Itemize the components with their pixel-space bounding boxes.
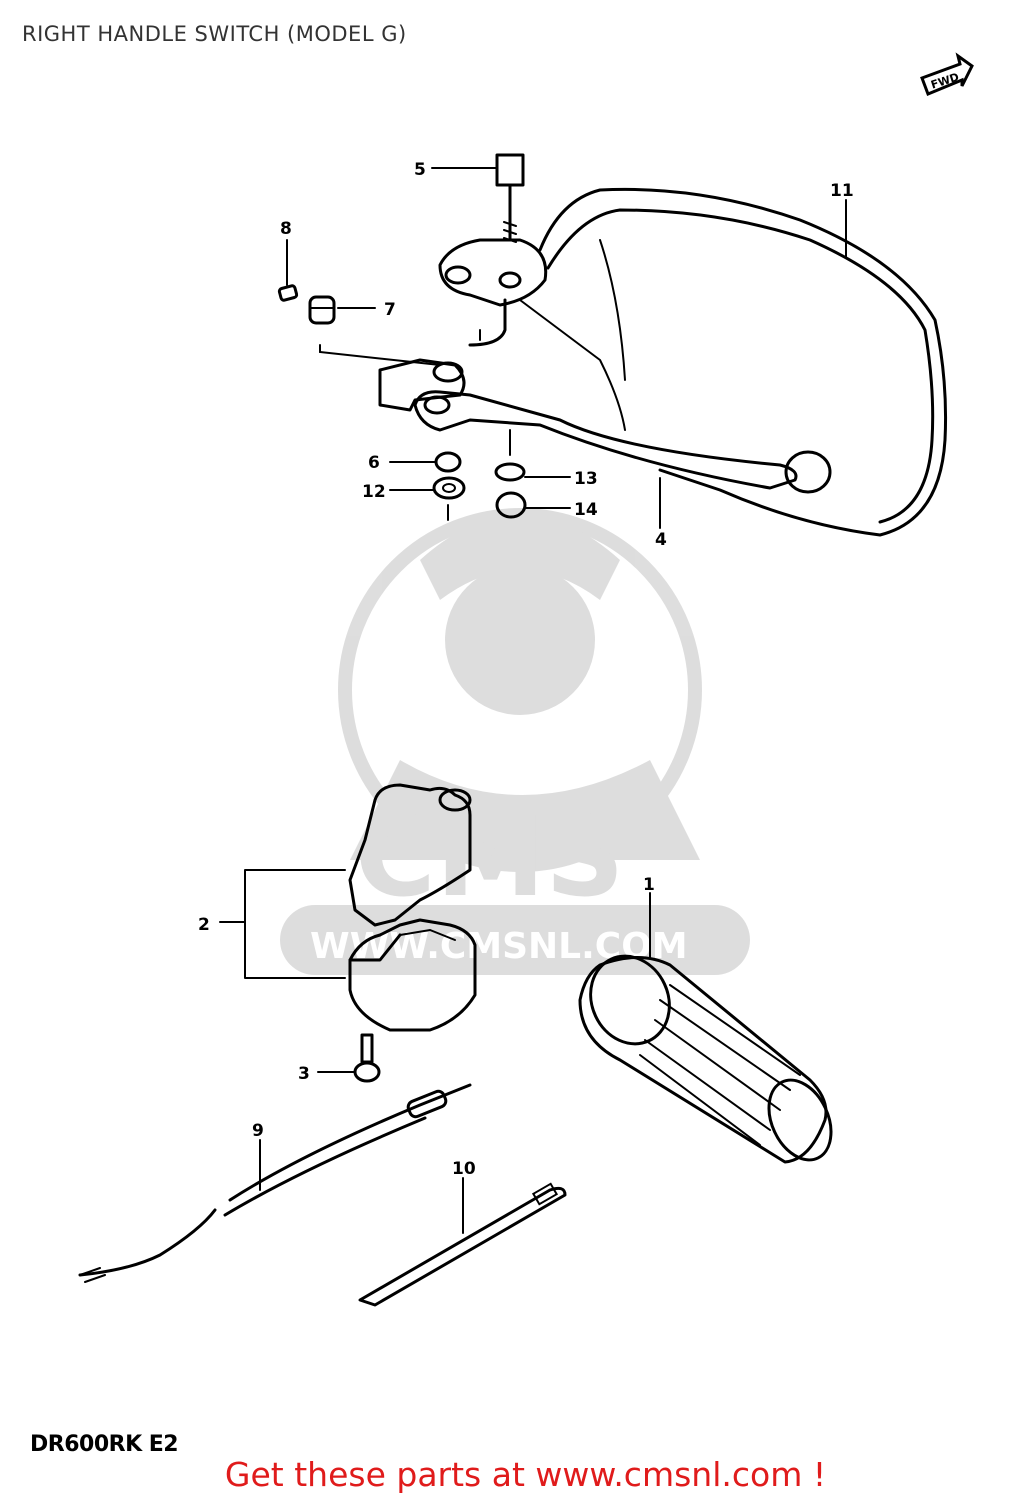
screw-part-3 xyxy=(353,1033,381,1083)
assembly-line xyxy=(447,429,511,521)
screw-part-8 xyxy=(277,284,299,302)
switch-housing-part xyxy=(244,783,477,1032)
throttle-grip-part xyxy=(578,954,833,1164)
callout-11: 11 xyxy=(830,181,854,201)
washer-part-12 xyxy=(432,476,466,500)
callout-6: 6 xyxy=(368,453,380,473)
stay-part xyxy=(319,329,832,494)
callout-labels: 5 11 8 7 6 12 13 14 4 1 2 3 9 10 xyxy=(198,160,854,1179)
callout-7: 7 xyxy=(384,300,396,320)
page-title: RIGHT HANDLE SWITCH (MODEL G) xyxy=(22,22,407,46)
footer-link[interactable]: Get these parts at www.cmsnl.com ! xyxy=(224,1455,827,1494)
bolt-part xyxy=(495,153,525,243)
leader-lines xyxy=(219,167,847,1234)
wire-harness-part xyxy=(78,1083,472,1283)
handguard-part xyxy=(519,187,948,537)
nut-part-7 xyxy=(308,295,336,325)
nut-part-14 xyxy=(495,491,527,519)
callout-13: 13 xyxy=(574,469,598,489)
callout-12: 12 xyxy=(362,482,386,502)
callout-10: 10 xyxy=(452,1159,476,1179)
watermark: CMS WWW.CMSNL.COM xyxy=(280,508,750,975)
bracket-part xyxy=(438,238,548,347)
collar-part-6 xyxy=(434,451,462,473)
front-arrow-icon: FWD xyxy=(920,52,974,96)
callout-4: 4 xyxy=(655,530,667,550)
callout-8: 8 xyxy=(280,219,292,239)
watermark-logo-text: CMS xyxy=(355,793,624,921)
callout-14: 14 xyxy=(574,500,598,520)
callout-1: 1 xyxy=(643,875,655,895)
callout-9: 9 xyxy=(252,1121,264,1141)
cable-strap-part xyxy=(358,1182,567,1307)
callout-5: 5 xyxy=(414,160,426,180)
model-code: DR600RK E2 xyxy=(30,1432,179,1457)
callout-3: 3 xyxy=(298,1064,310,1084)
callout-2: 2 xyxy=(198,915,210,935)
washer-part-13 xyxy=(494,462,526,482)
